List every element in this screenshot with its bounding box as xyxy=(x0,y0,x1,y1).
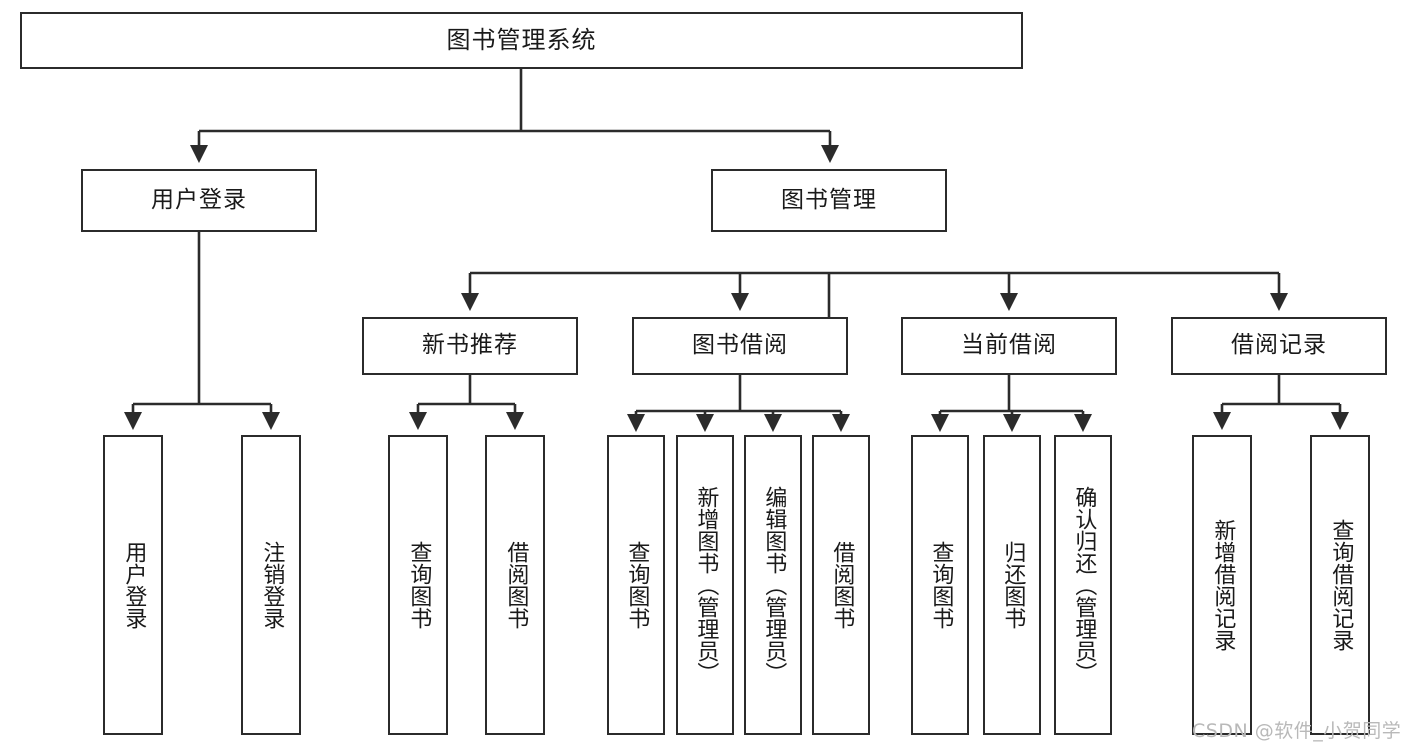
node-book-manage-label: 图书管理 xyxy=(781,186,877,213)
node-leaf-user-login[interactable]: 用户登录 xyxy=(103,435,163,735)
node-leaf-logout[interactable]: 注销登录 xyxy=(241,435,301,735)
node-leaf-logout-label: 注销登录 xyxy=(259,541,285,629)
node-leaf-query-record[interactable]: 查询借阅记录 xyxy=(1310,435,1370,735)
node-leaf-query-book-2[interactable]: 查询图书 xyxy=(607,435,665,735)
node-leaf-borrow-book-1[interactable]: 借阅图书 xyxy=(485,435,545,735)
node-leaf-borrow-book-1-label: 借阅图书 xyxy=(503,541,529,629)
node-leaf-borrow-book-2-label: 借阅图书 xyxy=(829,541,855,629)
node-book-borrow[interactable]: 图书借阅 xyxy=(632,317,848,375)
node-user-login-label: 用户登录 xyxy=(151,186,247,213)
node-borrow-record[interactable]: 借阅记录 xyxy=(1171,317,1387,375)
node-current-borrow[interactable]: 当前借阅 xyxy=(901,317,1117,375)
node-leaf-query-book-3[interactable]: 查询图书 xyxy=(911,435,969,735)
node-leaf-confirm-return-label: 确认归还（管理员） xyxy=(1071,486,1097,684)
node-new-book-rec-label: 新书推荐 xyxy=(422,332,518,359)
node-root-label: 图书管理系统 xyxy=(446,26,597,55)
node-leaf-add-record[interactable]: 新增借阅记录 xyxy=(1192,435,1252,735)
node-leaf-edit-book[interactable]: 编辑图书（管理员） xyxy=(744,435,802,735)
node-user-login[interactable]: 用户登录 xyxy=(81,169,317,232)
node-root[interactable]: 图书管理系统 xyxy=(20,12,1023,69)
node-leaf-user-login-label: 用户登录 xyxy=(121,541,147,629)
node-leaf-query-book-3-label: 查询图书 xyxy=(928,541,954,629)
csdn-watermark: CSDN @软件_小贺同学 xyxy=(1192,720,1402,742)
node-leaf-add-record-label: 新增借阅记录 xyxy=(1210,519,1236,651)
node-book-borrow-label: 图书借阅 xyxy=(692,332,788,359)
node-leaf-query-record-label: 查询借阅记录 xyxy=(1328,519,1354,651)
node-leaf-return-book-label: 归还图书 xyxy=(1000,541,1026,629)
node-leaf-query-book-1-label: 查询图书 xyxy=(406,541,432,629)
node-leaf-add-book[interactable]: 新增图书（管理员） xyxy=(676,435,734,735)
node-current-borrow-label: 当前借阅 xyxy=(961,332,1057,359)
node-leaf-add-book-label: 新增图书（管理员） xyxy=(693,486,719,684)
node-leaf-confirm-return[interactable]: 确认归还（管理员） xyxy=(1054,435,1112,735)
node-borrow-record-label: 借阅记录 xyxy=(1231,332,1327,359)
node-new-book-rec[interactable]: 新书推荐 xyxy=(362,317,578,375)
node-leaf-query-book-1[interactable]: 查询图书 xyxy=(388,435,448,735)
node-leaf-query-book-2-label: 查询图书 xyxy=(624,541,650,629)
node-leaf-borrow-book-2[interactable]: 借阅图书 xyxy=(812,435,870,735)
node-leaf-edit-book-label: 编辑图书（管理员） xyxy=(761,486,787,684)
node-leaf-return-book[interactable]: 归还图书 xyxy=(983,435,1041,735)
node-book-manage[interactable]: 图书管理 xyxy=(711,169,947,232)
